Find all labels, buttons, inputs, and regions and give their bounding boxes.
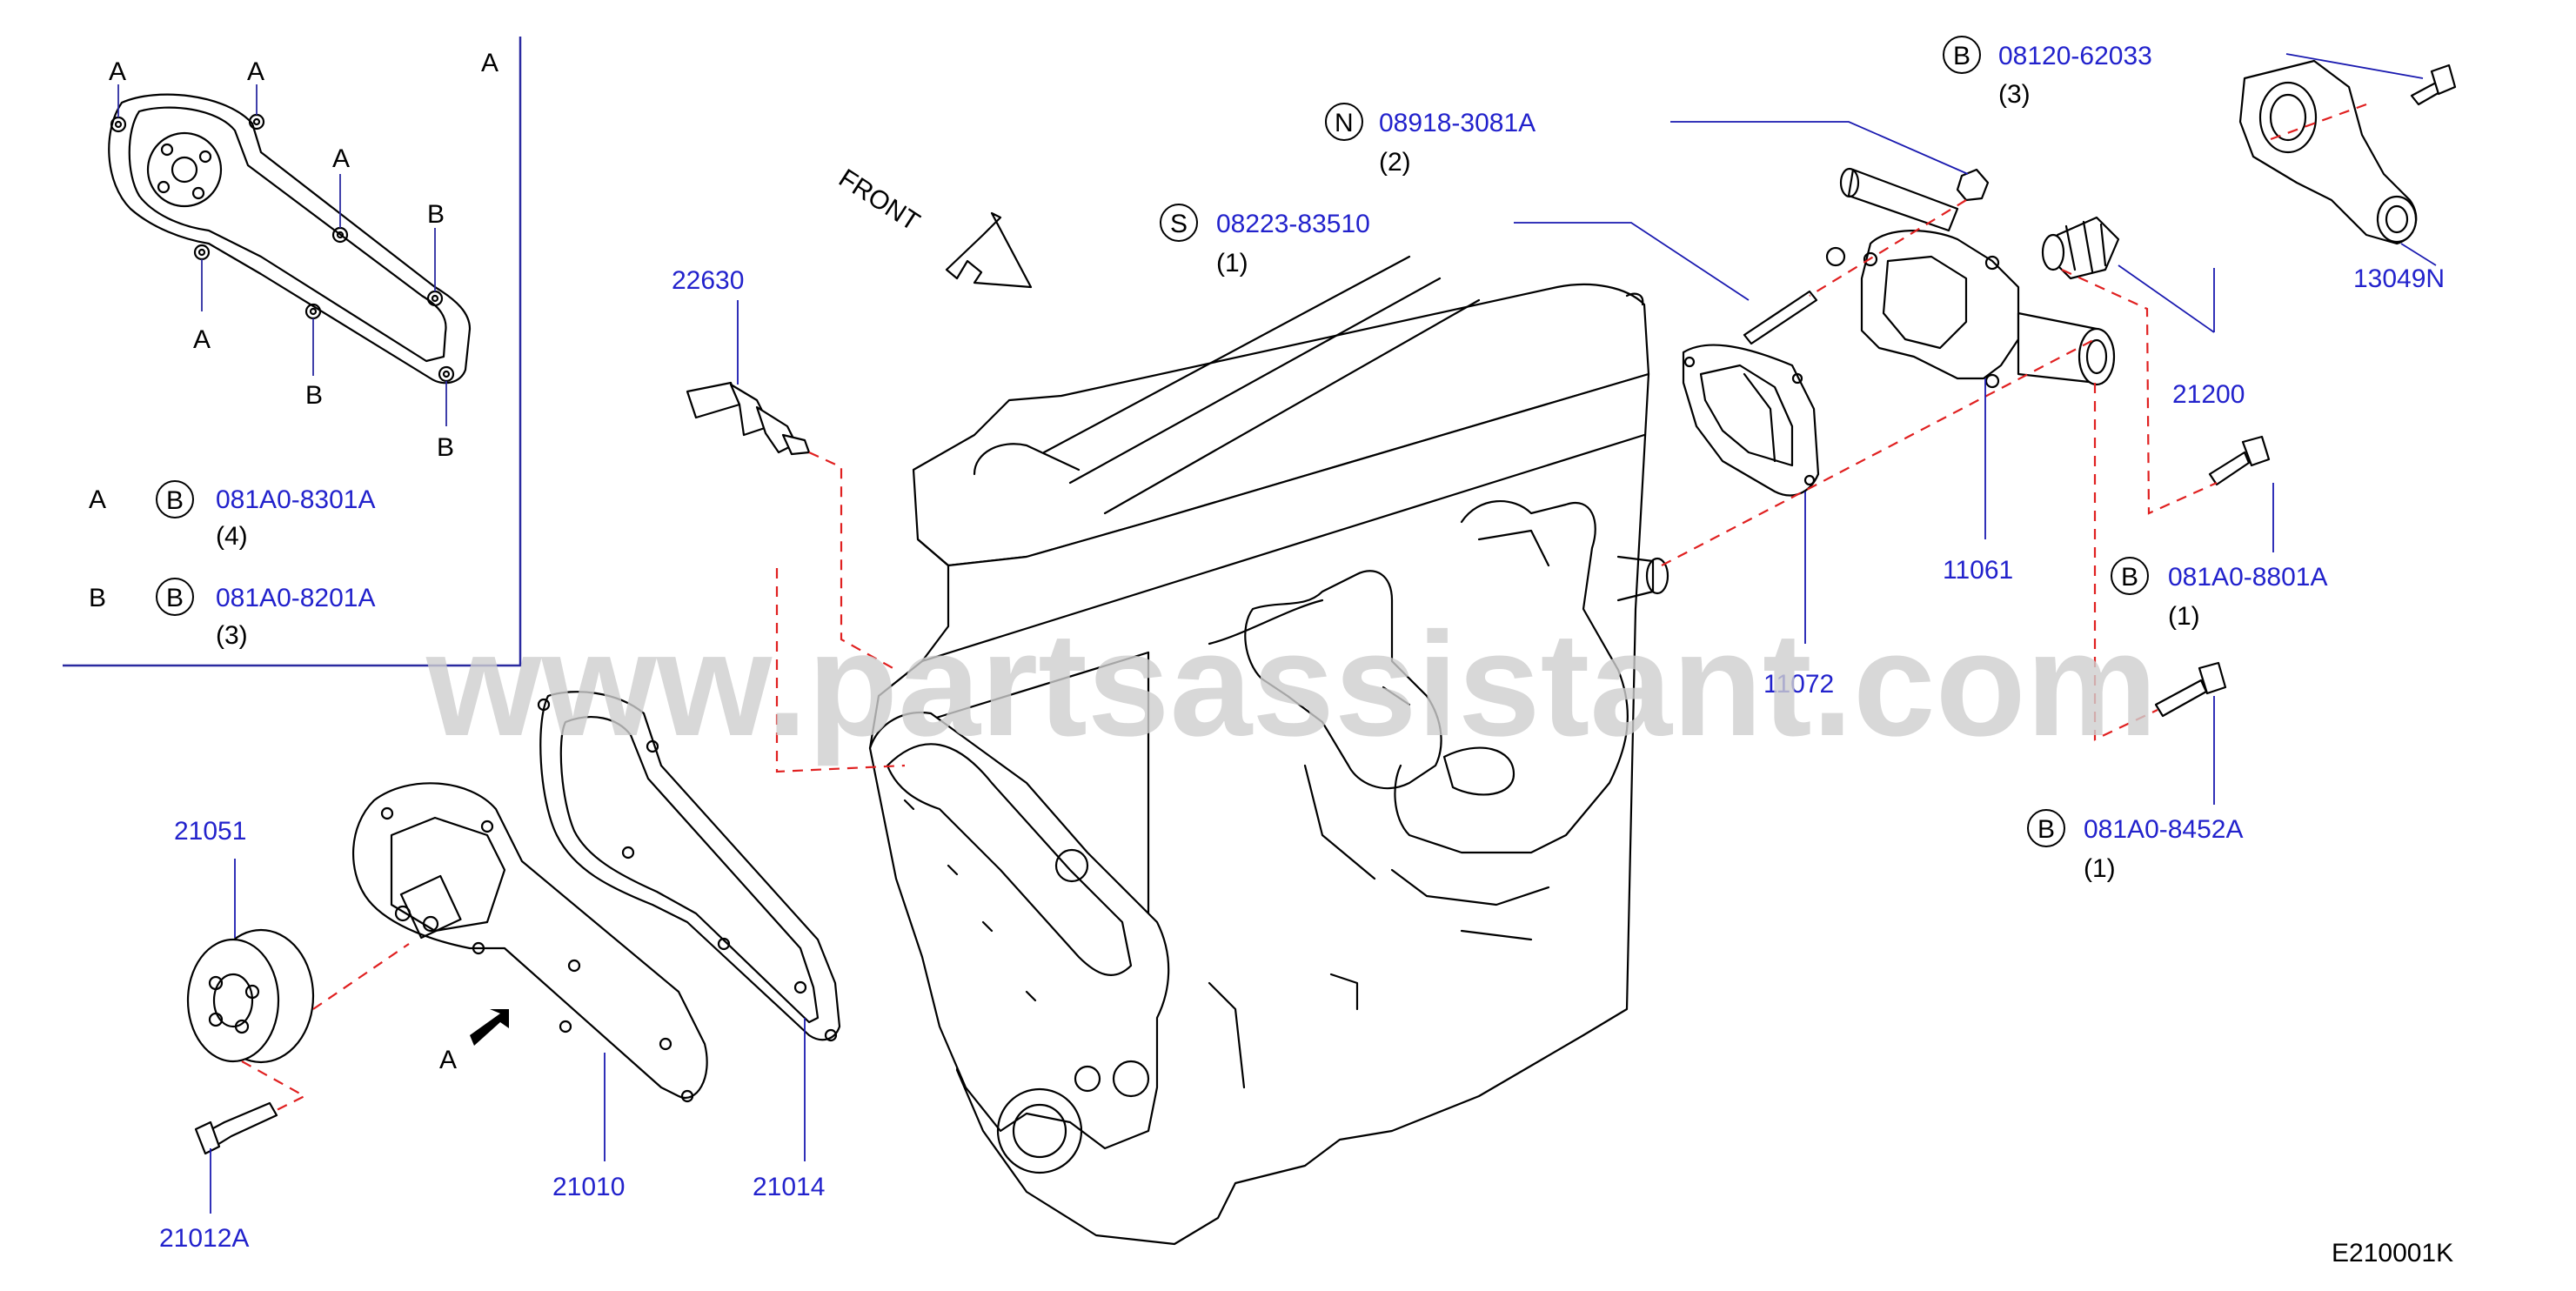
diagram-code: E210001K xyxy=(2332,1239,2453,1268)
bolt-symbol-icon xyxy=(156,578,194,616)
callout-symbol: N xyxy=(1335,109,1354,137)
watermark: www.partsassistant.com xyxy=(425,602,2158,767)
bolt-21012A[interactable] xyxy=(194,1101,278,1155)
gasket-11072[interactable] xyxy=(1682,344,1820,497)
nut-symbol-icon xyxy=(1325,103,1363,141)
legend-symbol: B xyxy=(166,584,184,612)
part-number-link[interactable]: 08223-83510 xyxy=(1216,210,1370,238)
callout-symbol: S xyxy=(1170,210,1188,238)
callout-08120-62033: B 08120-62033 (3) xyxy=(1943,36,2152,109)
inset-title: A xyxy=(481,49,498,77)
inset-hub-center xyxy=(171,156,198,184)
thermostat-21200[interactable] xyxy=(2041,216,2120,280)
water-pump-gasket-21014[interactable] xyxy=(537,691,841,1042)
part-label-21014[interactable]: 21014 xyxy=(753,1173,825,1201)
bolt-081A0-8452A[interactable] xyxy=(2154,661,2227,718)
pointer-label: A xyxy=(439,1046,457,1074)
inset-point-b: B xyxy=(437,433,454,462)
inset-hub xyxy=(146,131,223,208)
block-water-outlet xyxy=(1244,570,1442,790)
front-indicator: FRONT xyxy=(833,164,1033,289)
water-inlet-13049N[interactable] xyxy=(2238,59,2418,245)
part-number-link[interactable]: 08918-3081A xyxy=(1379,109,1536,137)
callout-081A0-8452A: B 081A0-8452A (1) xyxy=(2027,809,2244,883)
crank-seal xyxy=(996,1087,1083,1174)
front-arrow-icon xyxy=(945,211,1033,289)
part-number-link[interactable]: 081A0-8801A xyxy=(2168,563,2328,592)
inset-legend-b: B B 081A0-8201A (3) xyxy=(89,578,376,650)
water-outlet-housing-11061[interactable] xyxy=(1825,167,2116,389)
legend-part-number[interactable]: 081A0-8301A xyxy=(216,485,376,514)
callout-quantity: (1) xyxy=(2168,602,2200,631)
legend-symbol: B xyxy=(166,486,184,515)
part-label-13049N[interactable]: 13049N xyxy=(2353,264,2445,293)
view-a-arrow-icon xyxy=(470,1009,509,1046)
callout-quantity: (1) xyxy=(1216,249,1248,278)
bolt-symbol-icon xyxy=(156,480,194,518)
water-pump-21010[interactable] xyxy=(352,782,708,1103)
legend-quantity: (3) xyxy=(216,621,248,650)
inset-point-a: A xyxy=(109,57,126,86)
legend-quantity: (4) xyxy=(216,522,248,551)
leader-lines xyxy=(210,53,2437,1214)
bolt-symbol-icon xyxy=(1943,36,1981,74)
front-timing-cover xyxy=(868,711,1170,1150)
front-label: FRONT xyxy=(833,164,925,237)
part-number-link[interactable]: 081A0-8452A xyxy=(2084,815,2244,844)
inset-point-a: A xyxy=(247,57,264,86)
callout-quantity: (3) xyxy=(1998,80,2031,109)
callout-quantity: (2) xyxy=(1379,148,1411,177)
bolt-symbol-icon xyxy=(2027,809,2065,847)
callout-symbol: B xyxy=(2121,563,2138,592)
sensor-22630[interactable] xyxy=(686,381,811,456)
inset-pump-outline xyxy=(108,93,472,385)
inset-point-b: B xyxy=(305,381,323,410)
part-label-21012A[interactable]: 21012A xyxy=(159,1224,249,1253)
assembly-lines xyxy=(241,103,2367,1111)
pulley-21051[interactable] xyxy=(186,928,315,1064)
part-number-link[interactable]: 08120-62033 xyxy=(1998,42,2152,70)
part-label-11072[interactable]: 11072 xyxy=(1763,670,1834,699)
part-label-21200[interactable]: 21200 xyxy=(2172,380,2245,409)
inset-gasket-inner xyxy=(128,106,447,363)
nut-08918-3081A[interactable] xyxy=(1956,168,1990,202)
inset-point-a: A xyxy=(193,325,211,354)
stud-symbol-icon xyxy=(1160,204,1198,242)
bolt-symbol-icon xyxy=(2111,557,2149,595)
inset-legend-a: A B 081A0-8301A (4) xyxy=(89,480,376,551)
part-label-22630[interactable]: 22630 xyxy=(672,266,744,295)
callout-08918-3081A: N 08918-3081A (2) xyxy=(1325,103,1536,177)
callout-quantity: (1) xyxy=(2084,854,2116,883)
inset-bolt-holes xyxy=(110,113,455,383)
legend-part-number[interactable]: 081A0-8201A xyxy=(216,584,376,612)
callout-symbol: B xyxy=(2037,815,2055,844)
legend-key: A xyxy=(89,485,106,514)
part-label-11061[interactable]: 11061 xyxy=(1943,556,2013,585)
callout-symbol: B xyxy=(1953,42,1970,70)
part-label-21051[interactable]: 21051 xyxy=(174,817,246,846)
stud-08223-83510[interactable] xyxy=(1743,290,1818,345)
callout-08223-83510: S 08223-83510 (1) xyxy=(1160,204,1370,278)
inset-point-b: B xyxy=(427,200,445,229)
legend-key: B xyxy=(89,584,106,612)
part-label-21010[interactable]: 21010 xyxy=(552,1173,625,1201)
bolt-08120-62033[interactable] xyxy=(2410,64,2457,106)
callout-081A0-8801A: B 081A0-8801A (1) xyxy=(2111,557,2328,631)
inset-detail: A A A A A B B B xyxy=(63,37,522,667)
bolt-081A0-8801A[interactable] xyxy=(2208,435,2271,486)
inset-point-a: A xyxy=(332,144,350,173)
engine-block xyxy=(868,255,1669,1246)
